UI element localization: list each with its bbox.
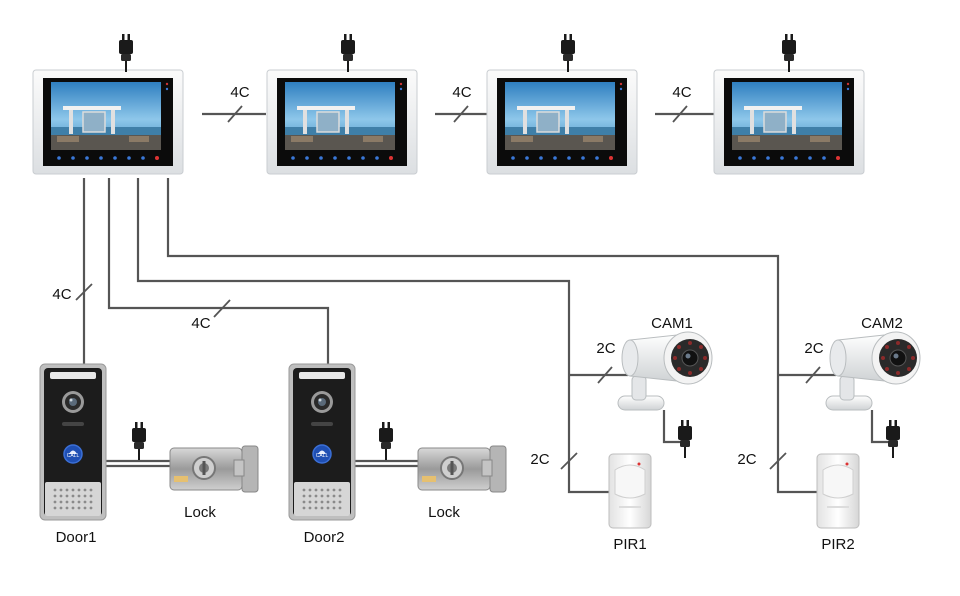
cable-label-door2: 4C xyxy=(191,315,210,332)
power-adapter-icon xyxy=(560,33,576,73)
electric-lock-icon xyxy=(417,445,507,493)
monitor-icon xyxy=(713,69,865,175)
cable-label-pir1: 2C xyxy=(530,451,549,468)
power-adapter-icon xyxy=(781,33,797,73)
door1-label: Door1 xyxy=(56,529,97,546)
cable-label-cam1: 2C xyxy=(596,340,615,357)
power-adapter-icon xyxy=(118,33,134,73)
cctv-camera-icon xyxy=(825,331,921,411)
call-button-text: CALL xyxy=(316,453,329,459)
cam1-label: CAM1 xyxy=(651,315,693,332)
pir2-label: PIR2 xyxy=(821,536,854,553)
electric-lock-icon xyxy=(169,445,259,493)
cam2-label: CAM2 xyxy=(861,315,903,332)
monitor-icon xyxy=(32,69,184,175)
door-station-icon xyxy=(288,363,356,521)
wires xyxy=(82,112,888,494)
door-station-icon xyxy=(39,363,107,521)
power-adapter-icon xyxy=(378,421,394,461)
cctv-camera-icon xyxy=(617,331,713,411)
pir1-label: PIR1 xyxy=(613,536,646,553)
cable-label-monitor-link: 4C xyxy=(452,84,471,101)
power-adapter-icon xyxy=(885,419,901,459)
power-adapter-icon xyxy=(131,421,147,461)
pir-sensor-icon xyxy=(816,453,860,529)
cable-label-monitor-link: 4C xyxy=(230,84,249,101)
cable-label-pir2: 2C xyxy=(737,451,756,468)
power-adapter-icon xyxy=(677,419,693,459)
cable-label-monitor-link: 4C xyxy=(672,84,691,101)
lock2-label: Lock xyxy=(428,504,460,521)
cable-label-door1: 4C xyxy=(52,286,71,303)
door2-label: Door2 xyxy=(304,529,345,546)
cable-label-cam2: 2C xyxy=(804,340,823,357)
lock1-label: Lock xyxy=(184,504,216,521)
power-adapter-icon xyxy=(340,33,356,73)
call-button-text: CALL xyxy=(67,453,80,459)
cable-ticks xyxy=(75,105,821,470)
pir-sensor-icon xyxy=(608,453,652,529)
monitor-icon xyxy=(266,69,418,175)
monitor-icon xyxy=(486,69,638,175)
